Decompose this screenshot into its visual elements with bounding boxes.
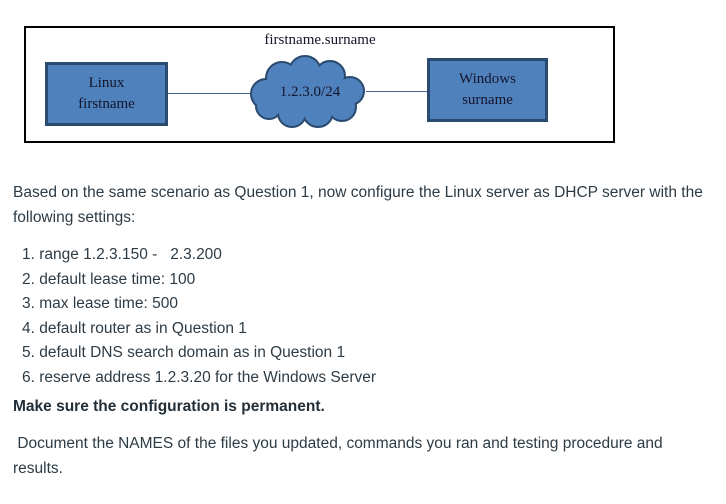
documentation-instructions: Document the NAMES of the files you upda… (13, 431, 725, 481)
dhcp-settings-list: 1. range 1.2.3.150 - 2.3.200 2. default l… (22, 243, 376, 390)
text-line: Based on the same scenario as Question 1… (13, 184, 703, 201)
linux-node-name: Linux (88, 75, 125, 91)
text-line: results. (13, 460, 63, 477)
windows-node-name: Windows (459, 71, 516, 87)
setting-item: 2. default lease time: 100 (22, 270, 196, 288)
link-linux-to-cloud (166, 93, 256, 94)
setting-item: 1. range 1.2.3.150 - 2.3.200 (22, 246, 222, 263)
setting-item: 3. max lease time: 500 (22, 295, 178, 312)
network-cloud-icon: 1.2.3.0/24 (250, 55, 365, 128)
linux-node-hostname: firstname (78, 96, 135, 112)
link-cloud-to-windows (366, 91, 428, 92)
text-line: Document the NAMES of the files you upda… (13, 435, 663, 452)
linux-server-node: Linux firstname (45, 62, 168, 126)
setting-item: 6. reserve address 1.2.3.20 for the Wind… (22, 368, 377, 386)
windows-server-node: Windows surname (427, 58, 548, 122)
permanent-config-note: Make sure the configuration is permanent… (13, 398, 325, 415)
cloud-subnet-label: 1.2.3.0/24 (280, 84, 341, 100)
setting-item: 4. default router as in Question 1 (22, 319, 247, 337)
setting-item: 5. default DNS search domain as in Quest… (22, 344, 346, 361)
diagram-domain-label: firstname.surname (264, 32, 376, 48)
text-line: following settings: (13, 209, 136, 226)
question-intro: Based on the same scenario as Question 1… (13, 180, 723, 230)
windows-node-hostname: surname (462, 92, 513, 108)
